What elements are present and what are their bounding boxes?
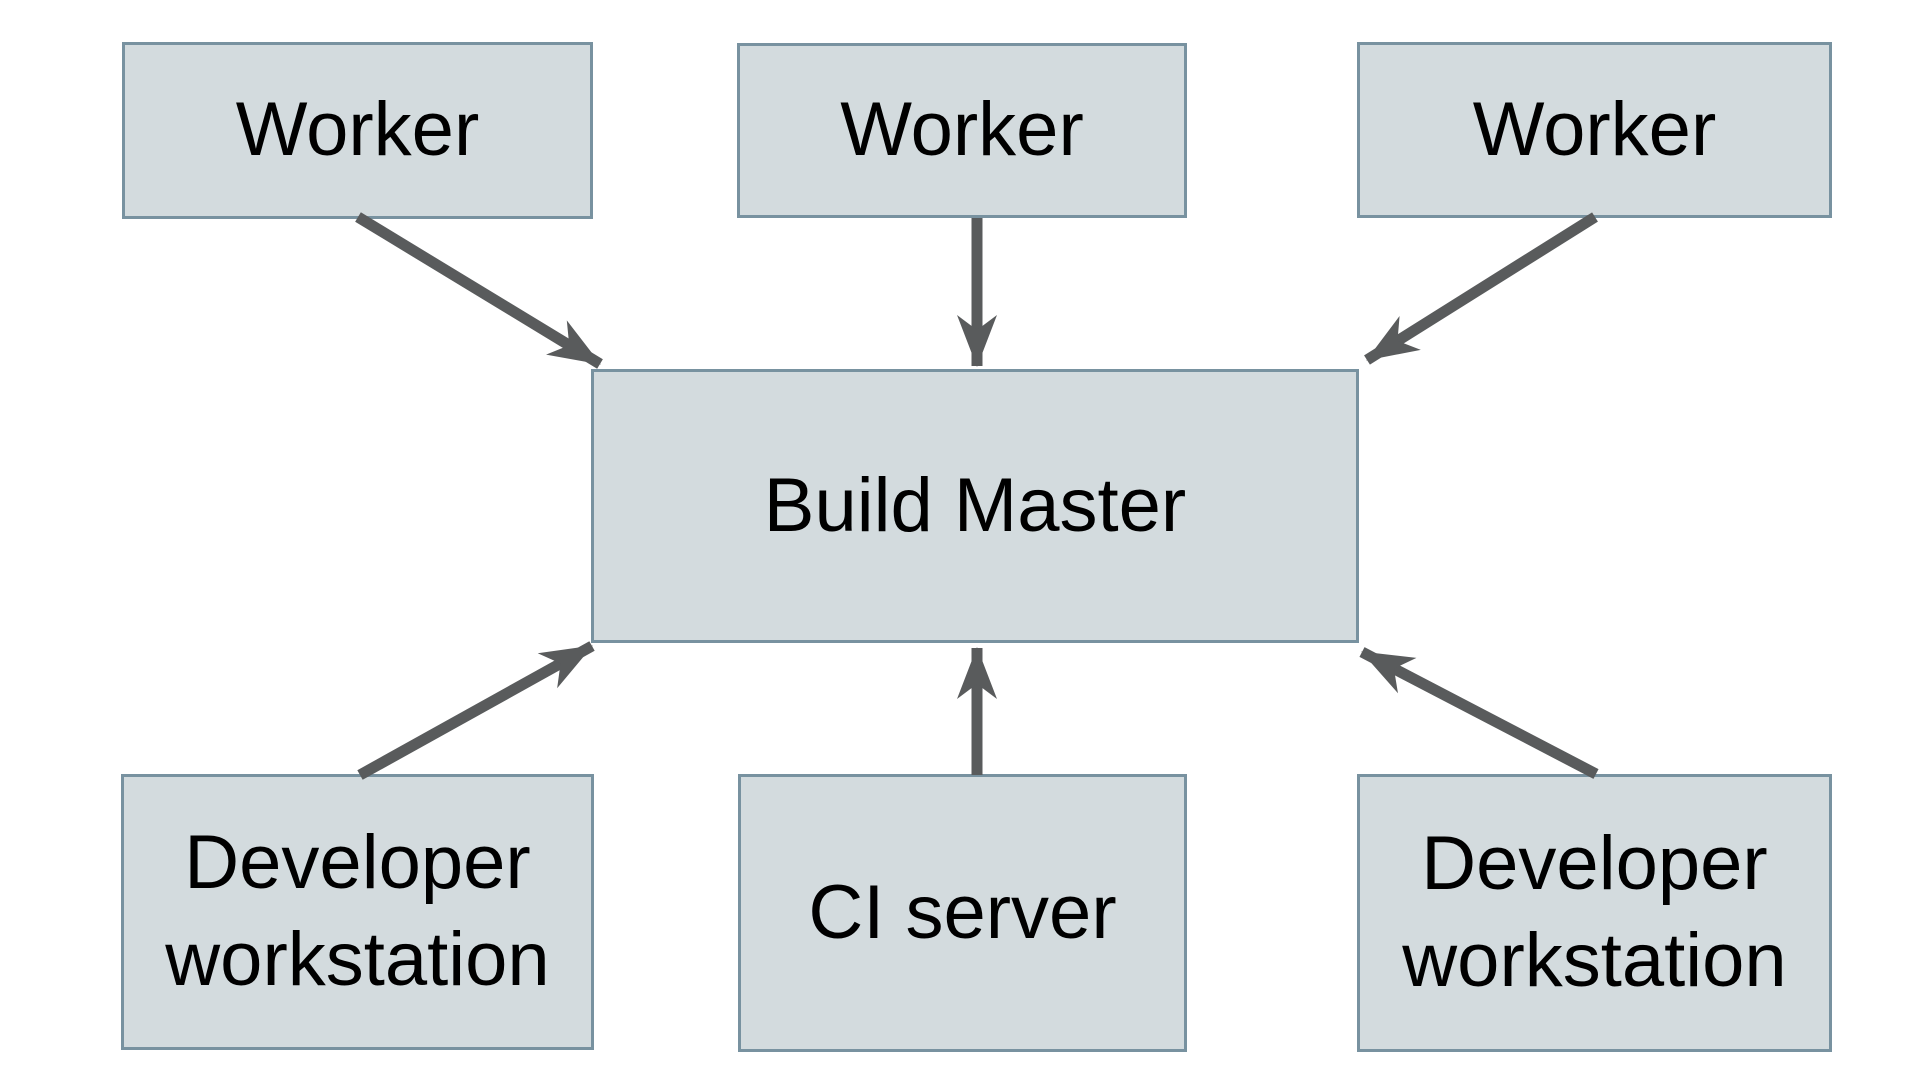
arrow-dev-workstation-2-to-build-master xyxy=(1359,647,1599,779)
node-label-ci-server: CI server xyxy=(808,869,1117,955)
arrow-worker-3-to-build-master xyxy=(1364,212,1598,365)
arrow-dev-workstation-1-to-build-master xyxy=(357,641,595,780)
node-worker-1: Worker xyxy=(122,42,593,219)
node-build-master: Build Master xyxy=(591,369,1359,643)
node-label-worker-2: Worker xyxy=(840,87,1084,173)
node-worker-3: Worker xyxy=(1357,42,1832,218)
node-dev-workstation-1: Developer workstation xyxy=(121,774,594,1050)
arrow-worker-1-to-build-master xyxy=(355,212,603,369)
node-ci-server: CI server xyxy=(738,774,1187,1052)
node-label-dev-workstation-2: Developer workstation xyxy=(1402,821,1787,1003)
node-label-worker-3: Worker xyxy=(1472,86,1717,172)
node-label-dev-workstation-1: Developer workstation xyxy=(165,820,550,1002)
node-label-build-master: Build Master xyxy=(763,462,1187,548)
node-worker-2: Worker xyxy=(737,43,1187,218)
node-label-worker-1: Worker xyxy=(235,87,480,173)
node-dev-workstation-2: Developer workstation xyxy=(1357,774,1832,1052)
